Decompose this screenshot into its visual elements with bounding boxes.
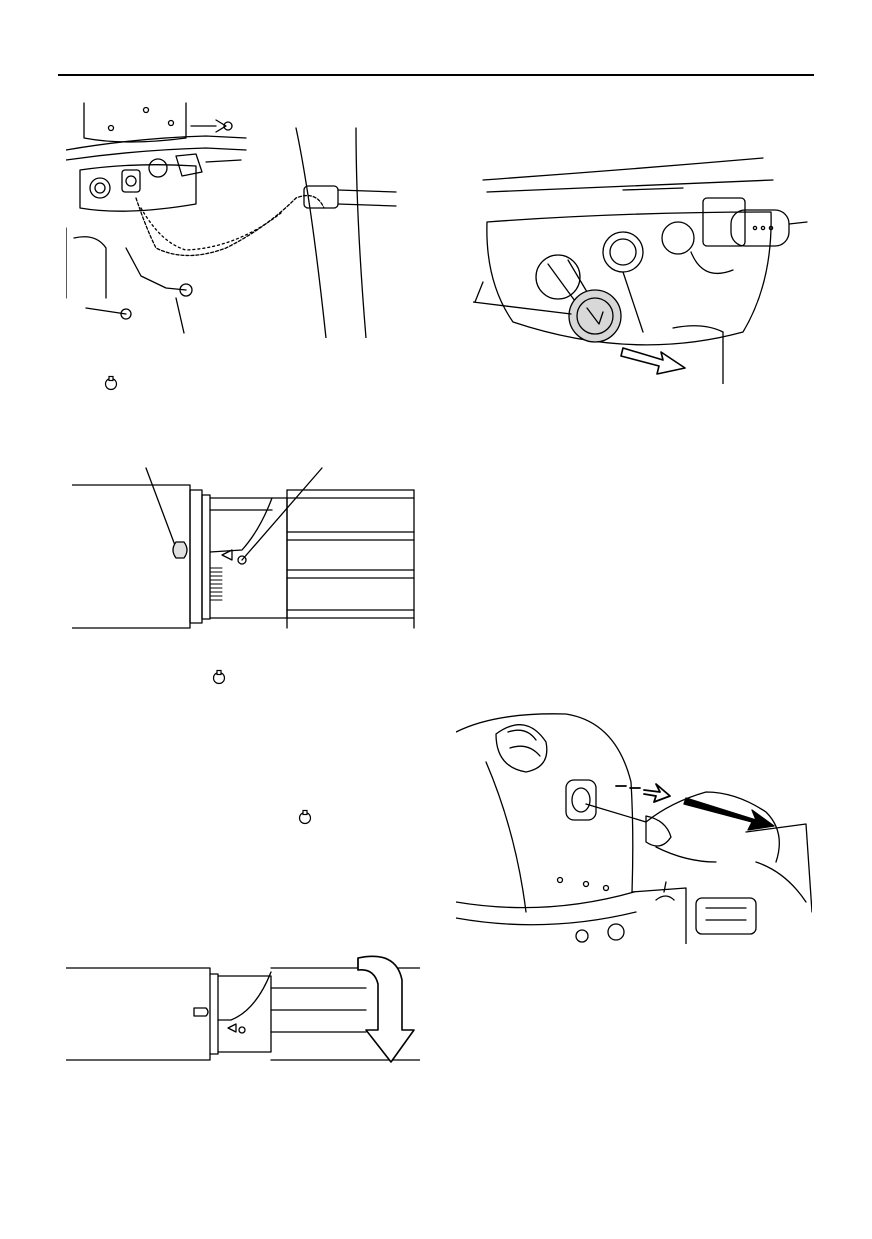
lock-mark-icon [212,669,226,685]
throttle-grip-turn-figure [66,950,420,1068]
stop-button-pull-figure [473,152,813,384]
lock-mark-icon [104,375,118,391]
engine-stop-lanyard-figure [66,98,402,338]
header-rule [58,74,814,76]
emergency-stop-pull-figure [456,712,812,944]
lock-mark-icon [298,809,312,825]
throttle-grip-lock-mark-figure [72,460,418,635]
